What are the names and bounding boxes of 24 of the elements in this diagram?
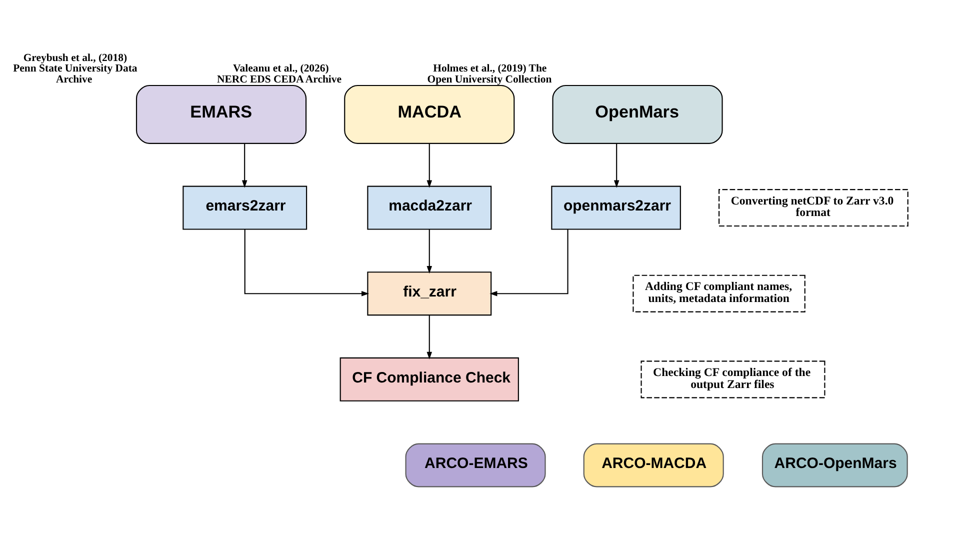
- node-box: ARCO-EMARS: [405, 443, 546, 488]
- node-box: MACDA: [344, 84, 515, 144]
- node-box: ARCO-OpenMars: [762, 443, 908, 488]
- node-box: EMARS: [136, 84, 307, 144]
- arrow: [426, 229, 432, 274]
- node-box: Checking CF compliance of the output Zarr files: [640, 360, 826, 398]
- node-label: Valeanu et al., (2026) NERC EDS CEDA Archive: [216, 62, 342, 86]
- node-box: Adding CF compliant names, units, metadata information: [632, 274, 806, 312]
- node-box: CF Compliance Check: [340, 357, 519, 402]
- node-box: OpenMars: [552, 84, 723, 144]
- node-box: fix_zarr: [367, 272, 492, 316]
- node-box: ARCO-MACDA: [583, 443, 724, 488]
- node-box: emars2zarr: [182, 186, 308, 230]
- arrow: [614, 143, 620, 188]
- node-box: openmars2zarr: [551, 186, 681, 230]
- arrow: [490, 229, 568, 296]
- arrow: [244, 229, 370, 296]
- arrow: [426, 315, 432, 360]
- node-label: Holmes et al., (2019) The Open University Collection: [427, 62, 552, 86]
- node-label: Greybush et al., (2018) Penn State University Data Archive: [13, 52, 138, 86]
- node-box: macda2zarr: [367, 186, 492, 230]
- arrow: [242, 143, 248, 188]
- arrow: [426, 143, 432, 188]
- node-box: Converting netCDF to Zarr v3.0 format: [718, 189, 908, 227]
